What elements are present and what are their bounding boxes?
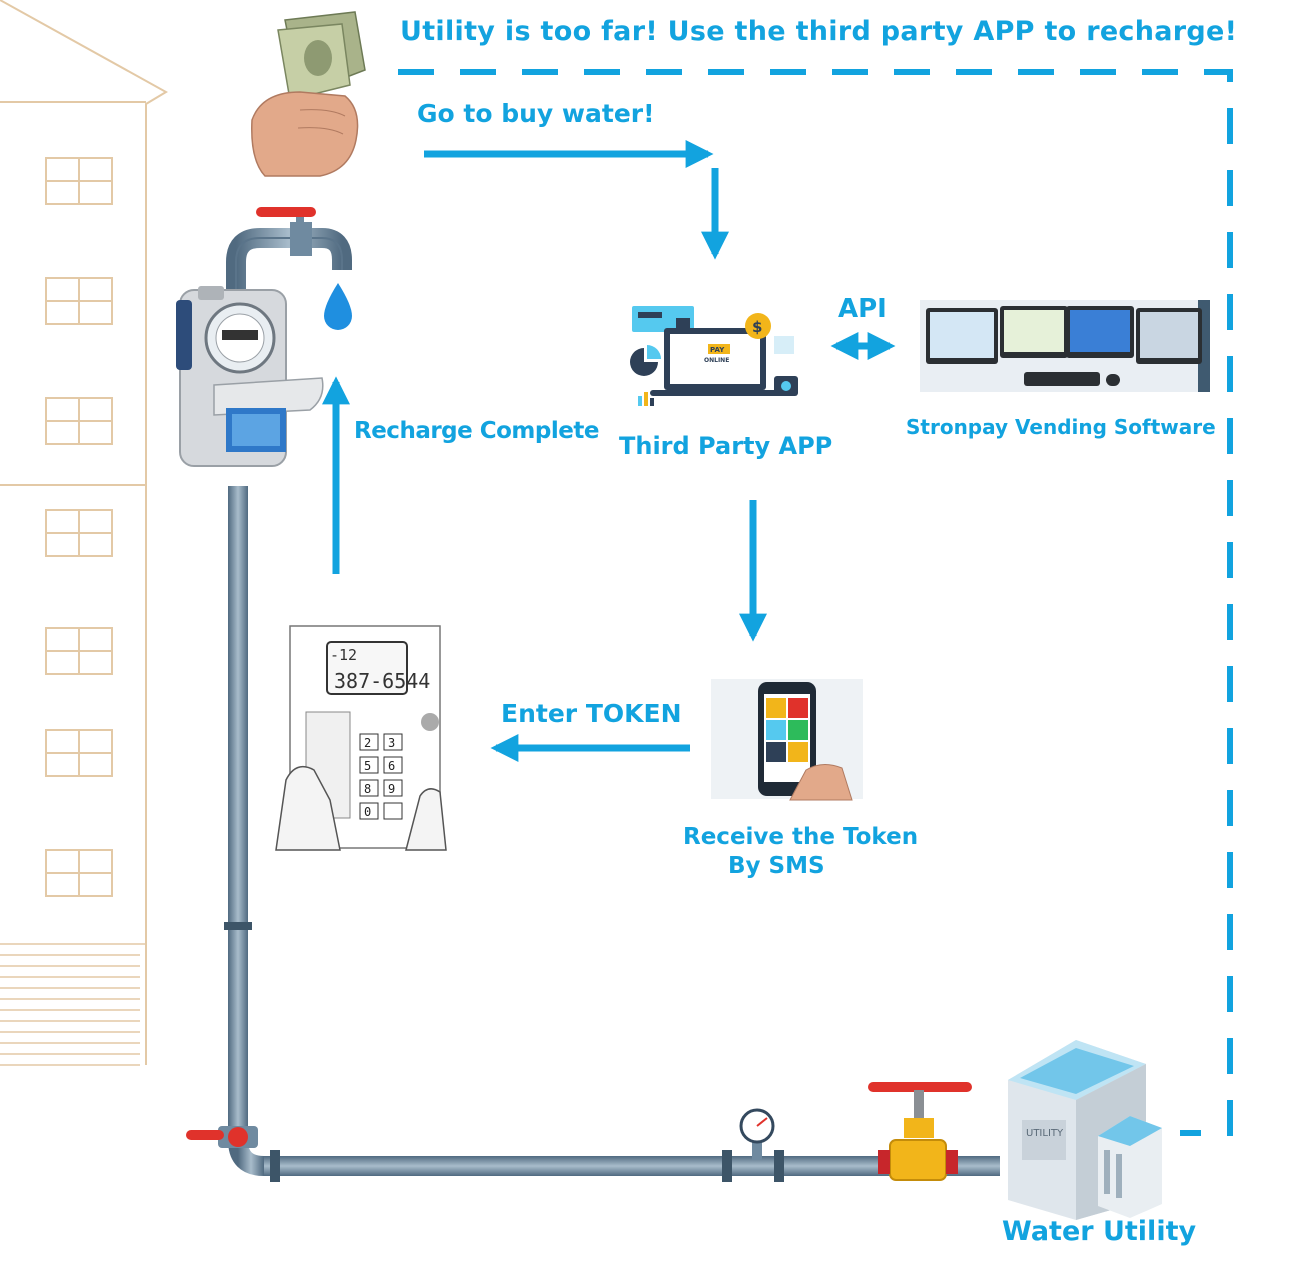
- building-window: [45, 157, 113, 205]
- building-window: [45, 849, 113, 897]
- building-window: [45, 509, 113, 557]
- recharge-complete-label: Recharge Complete: [354, 418, 599, 444]
- keypad-display-line1: -12: [330, 646, 357, 664]
- keypad-key: 3: [388, 736, 395, 750]
- building-window: [45, 729, 113, 777]
- by-sms-label: By SMS: [728, 853, 825, 879]
- pipeline: [186, 486, 1000, 1182]
- headline-text: Utility is too far! Use the third party …: [400, 16, 1238, 47]
- svg-text:$: $: [752, 318, 762, 336]
- phone-sms-image: [711, 679, 863, 801]
- vending-software-label: Stronpay Vending Software: [906, 415, 1216, 439]
- pay-badge-text: PAY: [710, 346, 725, 354]
- building-window: [45, 277, 113, 325]
- water-utility-label: Water Utility: [1002, 1216, 1197, 1247]
- keypad-meter-image: -12 387-6544 2 3 5 6 8 9 0: [275, 625, 447, 851]
- building-window: [45, 627, 113, 675]
- pay-online-text: ONLINE: [704, 357, 729, 364]
- faucet-icon: [226, 207, 352, 290]
- water-meter-image: [176, 286, 324, 467]
- utility-building-icon: UTILITY: [1008, 1040, 1162, 1220]
- building-illustration: [0, 0, 169, 1066]
- keypad-key: 8: [364, 782, 371, 796]
- utility-sign-text: UTILITY: [1026, 1128, 1064, 1139]
- keypad-key: 5: [364, 759, 371, 773]
- third-party-app-icon: PAY ONLINE $: [630, 306, 798, 406]
- third-party-app-label: Third Party APP: [619, 432, 833, 460]
- water-drop-icon: [324, 283, 352, 330]
- keypad-key: 2: [364, 736, 371, 750]
- keypad-key: 6: [388, 759, 395, 773]
- vending-software-image: [920, 300, 1210, 392]
- keypad-display-line2: 387-6544: [334, 669, 430, 693]
- hand-money-image: [247, 8, 367, 182]
- keypad-key: 9: [388, 782, 395, 796]
- api-label: API: [838, 294, 887, 324]
- building-base-siding: [0, 943, 146, 1066]
- dashed-connector-line: [398, 69, 1233, 1136]
- receive-token-label: Receive the Token: [683, 824, 919, 850]
- gate-valve-icon: [868, 1082, 972, 1181]
- building-window: [45, 397, 113, 445]
- go-buy-water-label: Go to buy water!: [417, 99, 655, 128]
- enter-token-label: Enter TOKEN: [501, 699, 682, 728]
- pressure-gauge-icon: [739, 1108, 775, 1160]
- keypad-key: 0: [364, 805, 371, 819]
